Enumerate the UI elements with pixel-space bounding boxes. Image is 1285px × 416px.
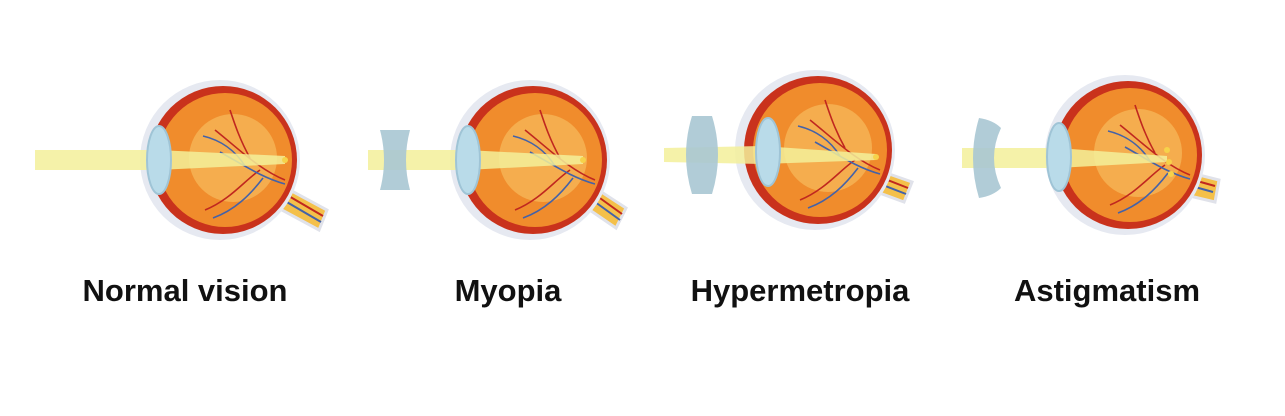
focal-point bbox=[873, 154, 879, 160]
eye-lens bbox=[455, 125, 481, 195]
myopia-eye-illustration bbox=[368, 80, 628, 240]
label-astigmatism: Astigmatism bbox=[1013, 273, 1201, 308]
hypermetropia-eye-illustration bbox=[664, 70, 914, 230]
concave-lens bbox=[380, 130, 410, 190]
eye-lens bbox=[1046, 122, 1072, 192]
panel-hypermetropia: Hypermetropia bbox=[650, 0, 950, 416]
vitreous-highlight bbox=[1094, 109, 1182, 197]
normal-vision-eye-illustration bbox=[35, 80, 329, 240]
retinal-veins bbox=[797, 99, 881, 209]
panel-normal-vision: Normal vision bbox=[35, 0, 335, 416]
panel-myopia: Myopia bbox=[358, 0, 658, 416]
vitreous-highlight bbox=[784, 104, 872, 192]
focal-point bbox=[580, 157, 586, 163]
eye-lens bbox=[146, 125, 172, 195]
label-hypermetropia: Hypermetropia bbox=[690, 273, 910, 308]
eye-lens bbox=[755, 117, 781, 187]
convex-lens bbox=[686, 116, 718, 194]
focal-point bbox=[282, 157, 288, 163]
focal-points bbox=[1164, 147, 1174, 177]
panel-astigmatism: Astigmatism bbox=[957, 0, 1257, 416]
label-myopia: Myopia bbox=[454, 273, 562, 308]
meniscus-lens bbox=[973, 118, 1001, 198]
label-normal-vision: Normal vision bbox=[82, 273, 288, 308]
astigmatism-eye-illustration bbox=[962, 75, 1221, 235]
